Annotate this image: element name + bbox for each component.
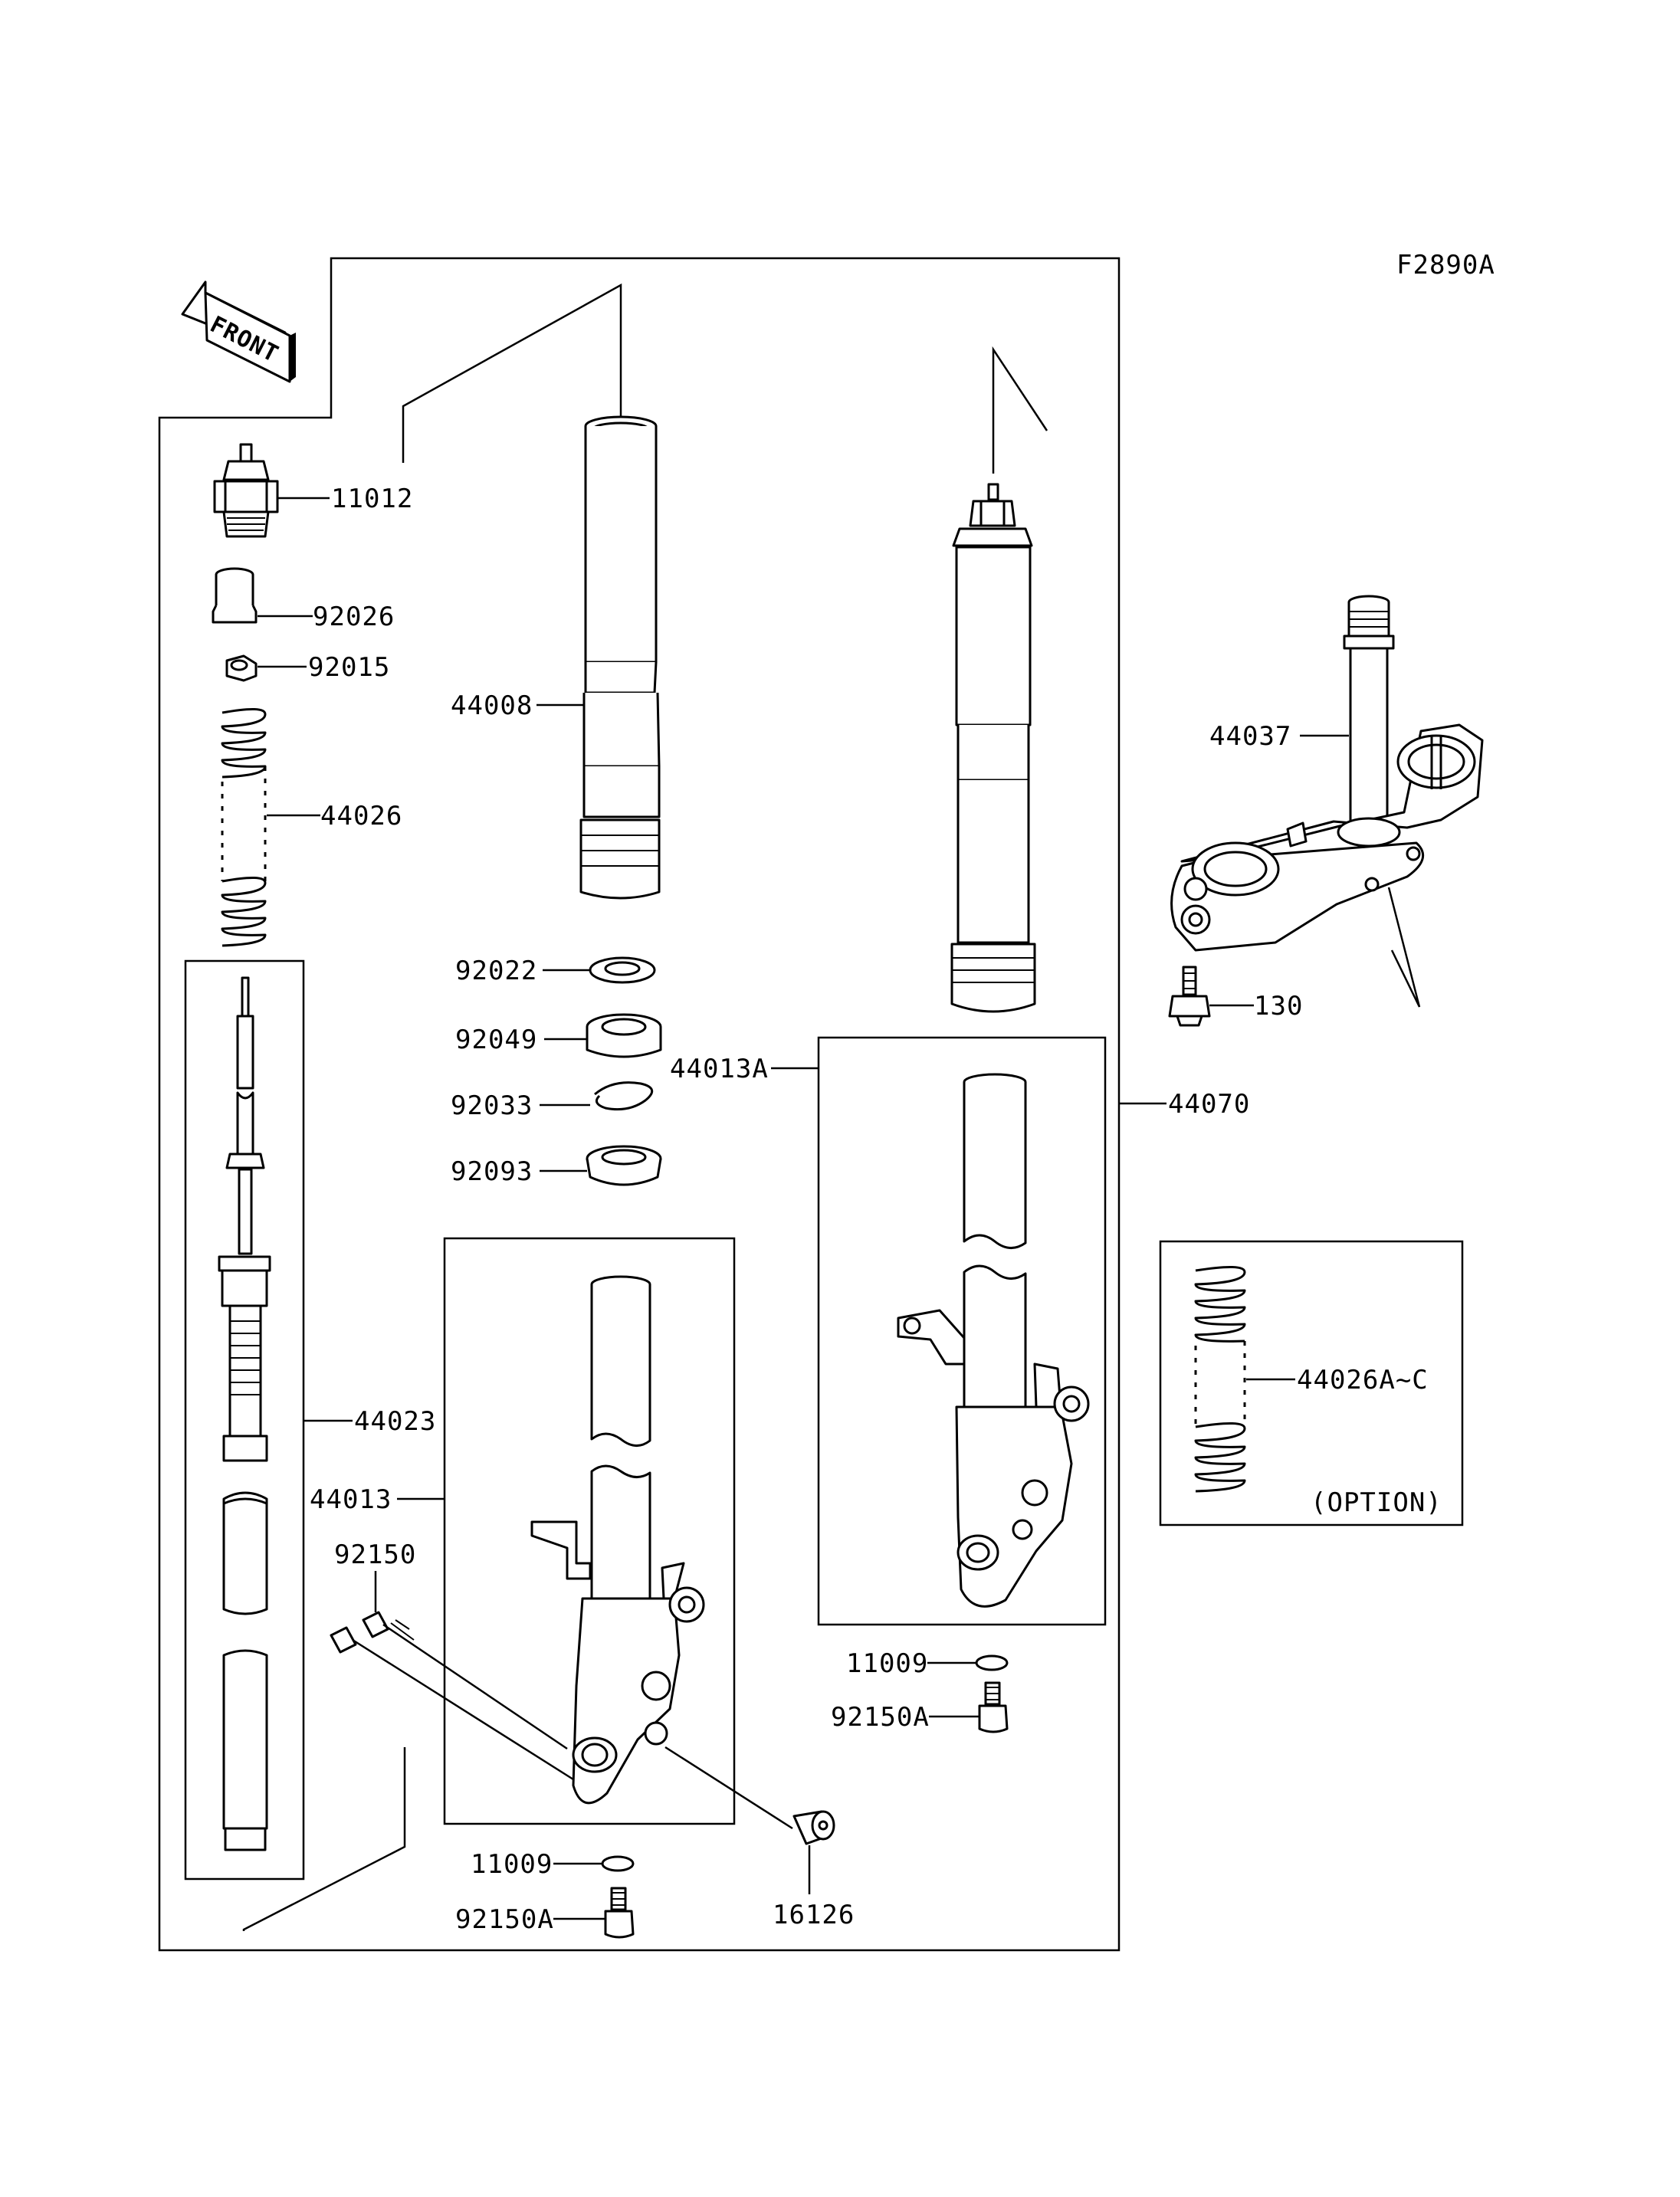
callout-130: 130 bbox=[1254, 991, 1303, 1021]
assembly-leader-lines bbox=[242, 283, 1048, 1931]
callout-92033: 92033 bbox=[451, 1090, 533, 1121]
bolt-92150A-bottom bbox=[604, 1887, 635, 1939]
bolts-92150 bbox=[330, 1611, 574, 1781]
collar-92026 bbox=[212, 567, 258, 624]
callout-44023: 44023 bbox=[354, 1406, 436, 1437]
callout-92150A-bottom: 92150A bbox=[455, 1904, 554, 1935]
option-spring-44026A-C bbox=[1194, 1265, 1246, 1493]
callout-44026: 44026 bbox=[320, 801, 402, 831]
callout-11012: 11012 bbox=[331, 484, 413, 514]
callout-92150A-right: 92150A bbox=[831, 1702, 930, 1733]
callout-44037: 44037 bbox=[1209, 721, 1291, 752]
inner-tube-box-44013 bbox=[443, 1237, 736, 1825]
dust-seal-92093 bbox=[586, 1145, 662, 1186]
fork-spring-44026 bbox=[221, 707, 267, 947]
bolt-130 bbox=[1168, 966, 1211, 1027]
front-arrow-icon: FRONT bbox=[181, 280, 296, 383]
option-label: (OPTION) bbox=[1311, 1487, 1442, 1518]
figure-code: F2890A bbox=[1396, 250, 1495, 280]
washer-11009-bottom bbox=[601, 1855, 635, 1872]
fork-assembly-44070 bbox=[950, 483, 1036, 1013]
inner-tube-44013A bbox=[897, 1073, 1090, 1608]
bolt-92150A-right bbox=[978, 1681, 1009, 1733]
damper-group-box bbox=[184, 959, 305, 1881]
callout-44013: 44013 bbox=[310, 1484, 392, 1515]
option-spring-box bbox=[1159, 1240, 1464, 1526]
washer-11009-right bbox=[975, 1654, 1009, 1671]
callout-92026: 92026 bbox=[313, 602, 395, 632]
washer-92022 bbox=[589, 956, 656, 984]
inner-tube-box-44013A bbox=[817, 1036, 1107, 1626]
callout-92150: 92150 bbox=[334, 1540, 416, 1570]
assembly-outline bbox=[158, 257, 1121, 1952]
callout-92049: 92049 bbox=[455, 1025, 537, 1055]
callout-44026A-C: 44026A~C bbox=[1297, 1365, 1429, 1395]
oil-seal-92049 bbox=[586, 1013, 662, 1058]
callout-92093: 92093 bbox=[451, 1156, 533, 1187]
outer-tube-44008 bbox=[579, 415, 661, 900]
callout-44008: 44008 bbox=[451, 690, 533, 721]
inner-tube-44013 bbox=[530, 1275, 705, 1805]
nut-92015 bbox=[225, 654, 258, 682]
callout-11009-right: 11009 bbox=[846, 1648, 928, 1679]
callout-16126: 16126 bbox=[773, 1900, 855, 1930]
callout-11009-bottom: 11009 bbox=[471, 1849, 553, 1880]
callout-92022: 92022 bbox=[455, 956, 537, 986]
callout-44070: 44070 bbox=[1168, 1089, 1250, 1120]
steering-stem-44037 bbox=[1170, 595, 1484, 952]
damper-rod-44023 bbox=[218, 976, 271, 1851]
drain-bolt-16126 bbox=[792, 1810, 835, 1845]
callout-44013A: 44013A bbox=[670, 1054, 769, 1084]
callout-92015: 92015 bbox=[308, 652, 390, 683]
circlip-92033 bbox=[594, 1081, 654, 1111]
cap-bolt-11012 bbox=[213, 443, 279, 538]
